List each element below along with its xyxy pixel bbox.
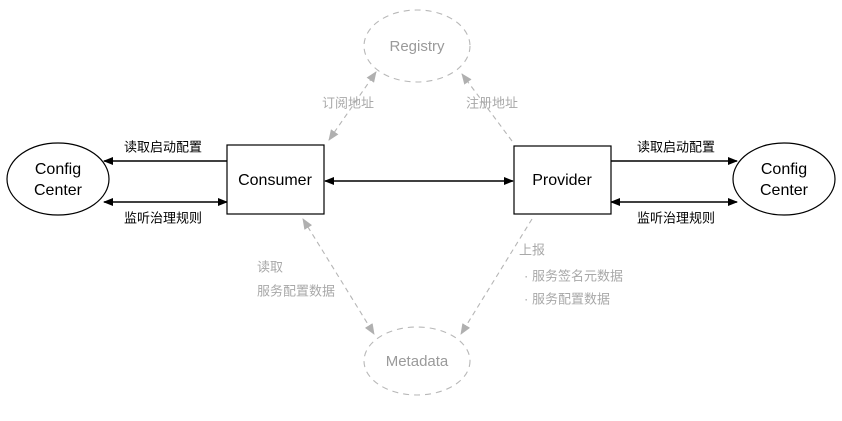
edge-label-consumer-read-boot-config: 读取启动配置: [124, 139, 202, 154]
node-config-center-right[interactable]: Config Center: [732, 142, 836, 216]
edge-label-consumer-read-metadata-line1: 读取: [257, 259, 283, 274]
edge-consumer-read-metadata-line: [302, 218, 375, 335]
edge-label-provider-watch-rules: 监听治理规则: [637, 210, 715, 225]
node-metadata-label: Metadata: [386, 353, 449, 370]
edge-label-consumer-subscribe: 订阅地址: [322, 95, 374, 110]
node-registry-shape: [363, 9, 471, 83]
edge-provider-report-metadata: 上报 · 服务签名元数据 · 服务配置数据: [460, 218, 623, 335]
node-consumer-shape: [226, 144, 325, 215]
edge-label-provider-read-boot-config: 读取启动配置: [637, 139, 715, 154]
edge-label-provider-report-line1: 上报: [519, 242, 545, 257]
node-provider[interactable]: Provider: [513, 145, 612, 215]
edge-provider-report-metadata-line: [460, 218, 533, 335]
node-metadata-shape: [363, 326, 471, 396]
edge-provider-watch-rules: 监听治理规则: [610, 198, 738, 225]
node-registry-label: Registry: [389, 38, 445, 55]
node-metadata[interactable]: Metadata: [363, 326, 471, 396]
edge-consumer-subscribe: 订阅地址: [322, 71, 377, 141]
node-config-center-right-label-line2: Center: [760, 182, 809, 199]
node-consumer-label: Consumer: [238, 172, 312, 189]
node-registry[interactable]: Registry: [363, 9, 471, 83]
edge-label-provider-report-line3: · 服务配置数据: [524, 291, 610, 306]
node-config-center-right-shape: [732, 142, 836, 216]
edge-provider-register-line: [461, 73, 513, 142]
node-provider-label: Provider: [532, 172, 592, 189]
node-config-center-left-shape: [6, 142, 110, 216]
edge-label-provider-report-line2: · 服务签名元数据: [524, 268, 623, 283]
node-config-center-right-label-line1: Config: [761, 161, 807, 178]
node-consumer[interactable]: Consumer: [226, 144, 325, 215]
edge-provider-register: 注册地址: [461, 73, 518, 142]
node-config-center-left[interactable]: Config Center: [6, 142, 110, 216]
edge-label-consumer-read-metadata-line2: 服务配置数据: [257, 283, 335, 298]
edge-label-consumer-watch-rules: 监听治理规则: [124, 210, 202, 225]
edge-consumer-subscribe-line: [328, 71, 377, 141]
edge-provider-read-boot-config: 读取启动配置: [611, 139, 738, 165]
edge-consumer-watch-rules: 监听治理规则: [103, 198, 228, 225]
node-provider-shape: [513, 145, 612, 215]
node-config-center-left-label-line2: Center: [34, 182, 83, 199]
edge-consumer-read-metadata: 读取 服务配置数据: [257, 218, 375, 335]
edge-consumer-read-boot-config: 读取启动配置: [103, 139, 227, 165]
edge-label-provider-register: 注册地址: [466, 95, 518, 110]
node-config-center-left-label-line1: Config: [35, 161, 81, 178]
